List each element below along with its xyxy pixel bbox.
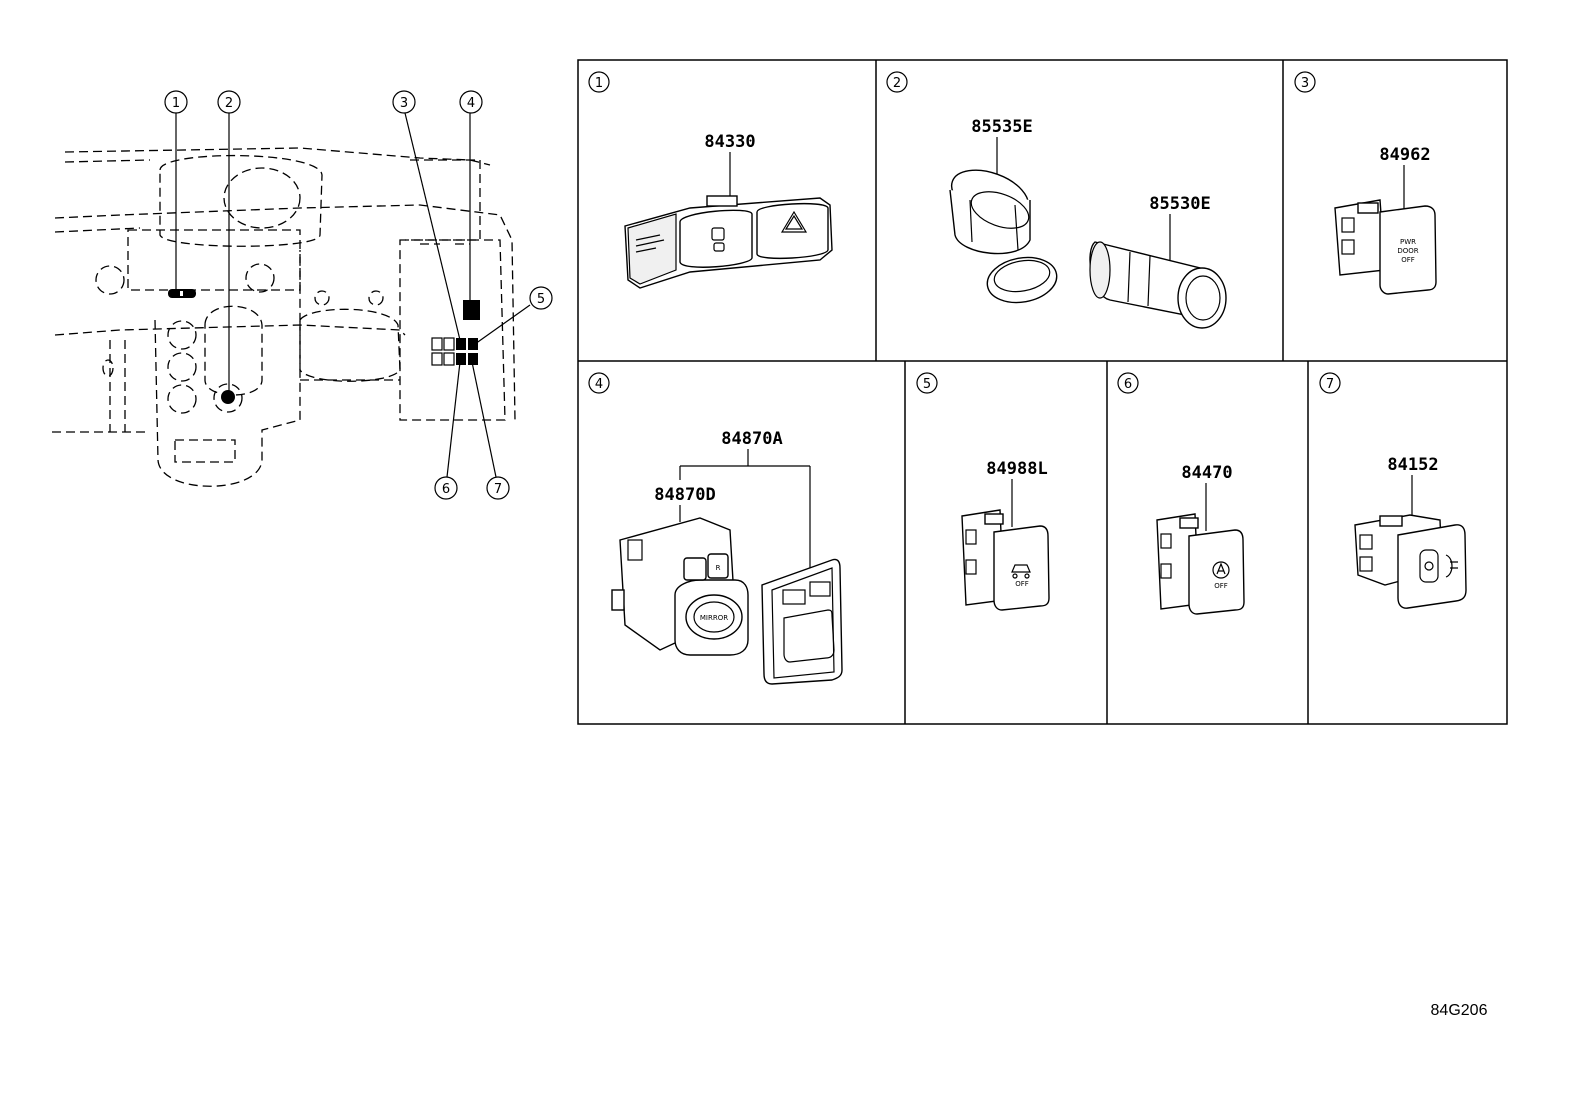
panel-6: 6 84470 OFF: [1117, 372, 1245, 615]
svg-text:2: 2: [225, 96, 233, 111]
part-number-84988L: 84988L: [986, 459, 1047, 479]
callout-1: 1: [164, 90, 188, 114]
svg-text:2: 2: [893, 76, 901, 91]
hazard-switch-illustration: [624, 195, 833, 289]
callout-4: 4: [459, 90, 483, 114]
dashboard-overview: 1 2 3 4 5 6 7: [52, 90, 553, 500]
callout-2: 2: [217, 90, 241, 114]
svg-text:4: 4: [595, 377, 603, 392]
switch-bezel-illustration: [761, 558, 843, 685]
diagram-code: 84G206: [1431, 1002, 1488, 1019]
svg-text:OFF: OFF: [1401, 256, 1415, 264]
part-number-84870D: 84870D: [654, 485, 715, 505]
part-number-85535E: 85535E: [971, 117, 1032, 137]
callout-7: 7: [486, 476, 510, 500]
lighter-socket-illustration: [949, 169, 1058, 304]
auto-off-switch-illustration: OFF: [1156, 513, 1245, 615]
svg-text:6: 6: [1124, 377, 1132, 392]
svg-text:6: 6: [442, 482, 450, 497]
switch-4-location: [463, 300, 480, 320]
callout-3: 3: [392, 90, 416, 114]
panel-2: 2 85535E 85530E: [886, 71, 1227, 329]
svg-text:5: 5: [537, 292, 545, 307]
svg-text:OFF: OFF: [1214, 582, 1228, 590]
svg-text:DOOR: DOOR: [1397, 247, 1418, 255]
svg-text:7: 7: [1326, 377, 1334, 392]
panel-5: 5 84988L OFF: [916, 372, 1050, 611]
parts-grid: [577, 59, 1508, 725]
svg-text:5: 5: [923, 377, 931, 392]
svg-text:1: 1: [172, 96, 180, 111]
part-number-84870A: 84870A: [721, 429, 782, 449]
lighter-location: [221, 390, 235, 404]
part-number-84962: 84962: [1379, 145, 1430, 165]
svg-text:PWR: PWR: [1400, 238, 1416, 246]
callout-6: 6: [434, 476, 458, 500]
callout-5: 5: [529, 286, 553, 310]
part-number-84470: 84470: [1181, 463, 1232, 483]
svg-text:3: 3: [1301, 76, 1309, 91]
panel-4: 4 84870A 84870D MIRROR R: [588, 372, 843, 685]
svg-text:7: 7: [494, 482, 502, 497]
panel-1: 1 84330: [588, 71, 833, 289]
vsc-off-switch-illustration: OFF: [961, 509, 1050, 611]
panel-3: 3 84962 PWR DOOR OFF: [1294, 71, 1437, 295]
panel-7: 7 84152: [1319, 372, 1467, 609]
svg-text:OFF: OFF: [1015, 580, 1029, 588]
svg-text:4: 4: [467, 96, 475, 111]
svg-text:1: 1: [595, 76, 603, 91]
part-number-85530E: 85530E: [1149, 194, 1210, 214]
svg-text:MIRROR: MIRROR: [700, 614, 728, 622]
part-number-84152: 84152: [1387, 455, 1438, 475]
switch-bank: [431, 337, 478, 366]
headlight-leveling-switch-illustration: [1354, 514, 1467, 609]
svg-text:R: R: [716, 564, 721, 572]
mirror-switch-illustration: MIRROR R: [611, 517, 749, 656]
part-number-84330: 84330: [704, 132, 755, 152]
power-door-switch-illustration: PWR DOOR OFF: [1334, 199, 1437, 295]
svg-text:3: 3: [400, 96, 408, 111]
lighter-illustration: [1089, 241, 1227, 329]
